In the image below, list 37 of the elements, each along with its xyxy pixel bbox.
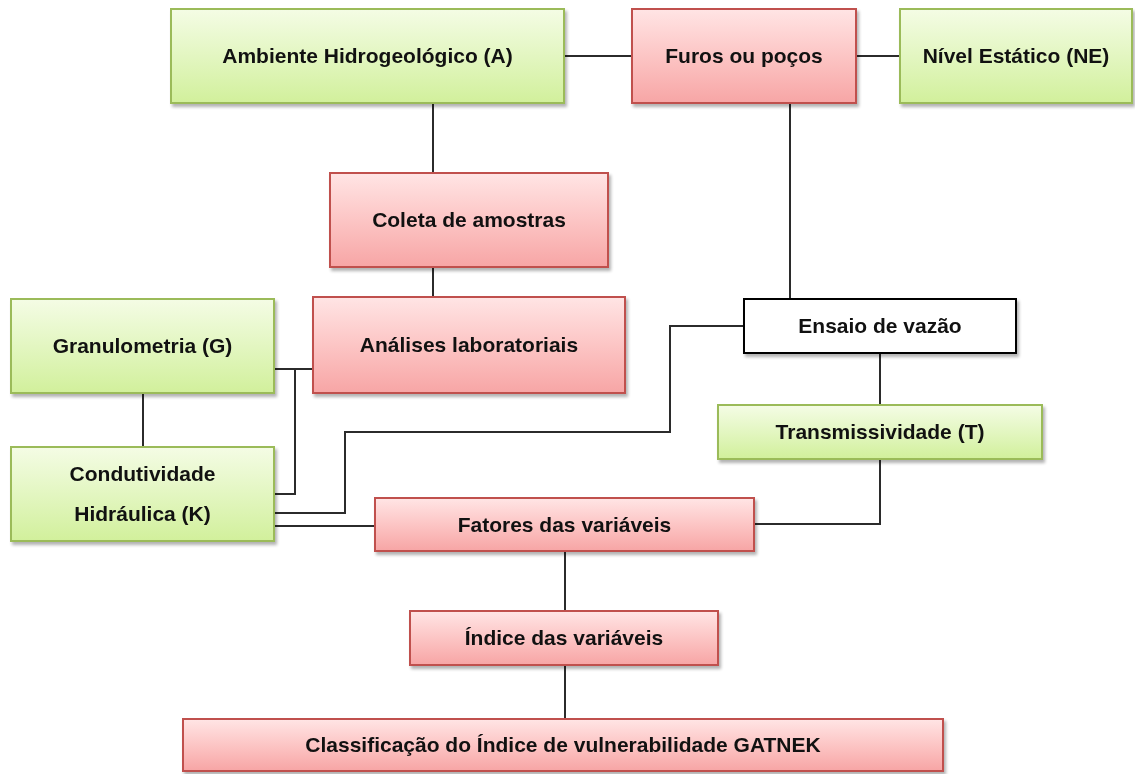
- box-label: Transmissividade (T): [775, 419, 985, 445]
- process-box: [899, 8, 1133, 104]
- process-box: [182, 718, 944, 772]
- box-label: Ambiente Hidrogeológico (A): [222, 43, 513, 69]
- process-box: [717, 404, 1043, 460]
- process-box: [10, 446, 275, 542]
- box-label: Condutividade Hidráulica (K): [68, 461, 217, 527]
- box-label: Índice das variáveis: [464, 625, 664, 651]
- connector-line: [856, 55, 900, 57]
- process-box: [374, 497, 755, 552]
- box-label: Granulometria (G): [52, 333, 233, 359]
- connector-line: [142, 393, 144, 447]
- process-box: [170, 8, 565, 104]
- process-box: [10, 298, 275, 394]
- connector-line: [274, 525, 375, 527]
- connector-line: [432, 103, 434, 173]
- connector-line: [564, 55, 632, 57]
- box-label: Furos ou poços: [665, 43, 823, 69]
- box-label: Fatores das variáveis: [457, 511, 672, 538]
- connector-line: [879, 353, 881, 405]
- connector-line: [789, 103, 791, 299]
- box-label: Classificação do Índice de vulnerabilidade GATNEK: [305, 732, 821, 758]
- connector-line: [754, 459, 881, 525]
- box-label: Ensaio de vazão: [798, 313, 962, 339]
- box-label: Nível Estático (NE): [922, 43, 1110, 69]
- process-box: [631, 8, 857, 104]
- process-box: [743, 298, 1017, 354]
- connector-line: [274, 368, 313, 495]
- box-label: Análises laboratoriais: [359, 332, 579, 358]
- connector-line: [564, 551, 566, 611]
- connector-line: [564, 665, 566, 719]
- process-box: [409, 610, 719, 666]
- box-label: Coleta de amostras: [372, 207, 566, 233]
- connector-line: [432, 267, 434, 297]
- process-box: [329, 172, 609, 268]
- process-box: [312, 296, 626, 394]
- connector-line: [274, 325, 744, 514]
